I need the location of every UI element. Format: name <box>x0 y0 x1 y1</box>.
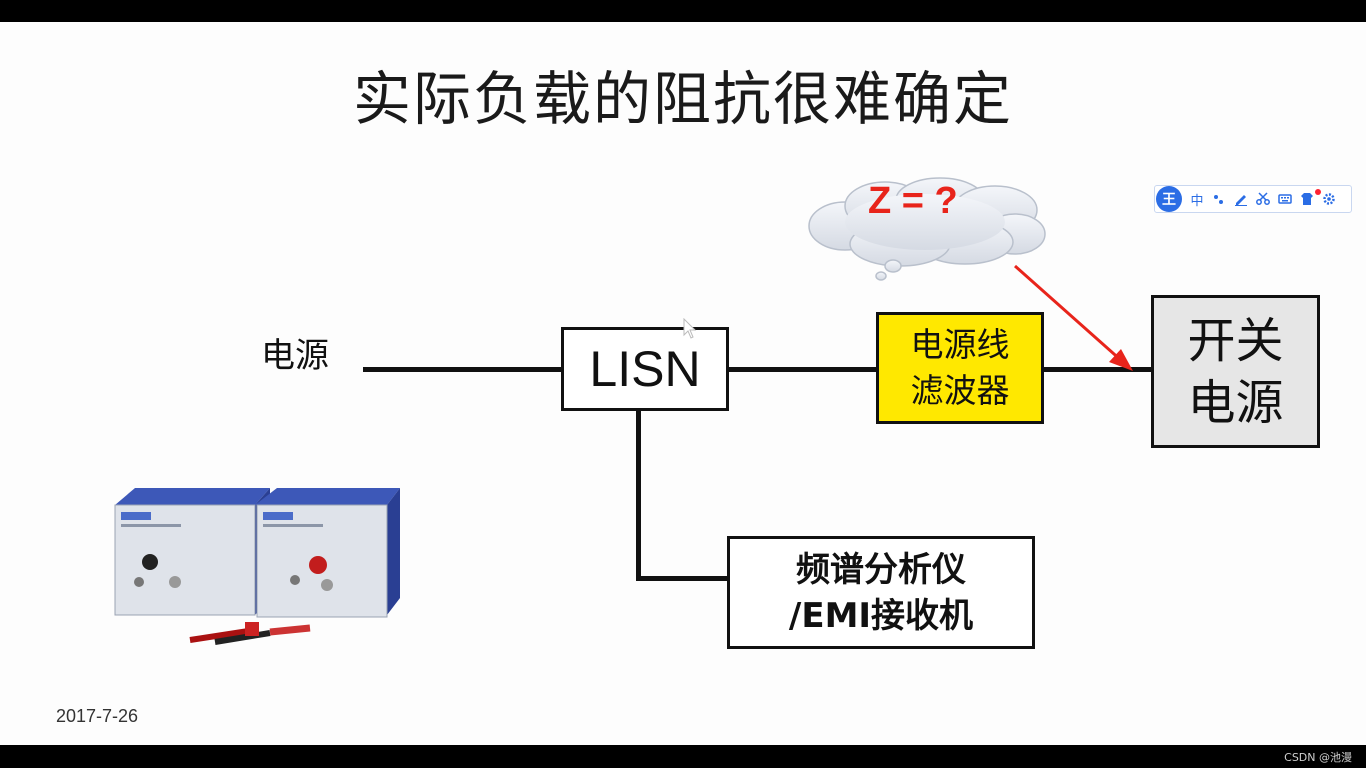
slide-date: 2017-7-26 <box>56 706 138 727</box>
slide-title: 实际负载的阻抗很难确定 <box>0 52 1366 136</box>
lisn-down-line <box>636 411 641 581</box>
power-to-lisn-line <box>363 367 563 372</box>
impedance-question-text: Z = ? <box>868 180 958 223</box>
spectrum-analyzer-box: 频谱分析仪 /EMI接收机 <box>727 536 1035 649</box>
analyzer-label: 频谱分析仪 /EMI接收机 <box>789 547 973 639</box>
filter-label: 电源线 滤波器 <box>911 322 1010 414</box>
skin-icon[interactable] <box>1300 192 1314 206</box>
keyboard-icon[interactable] <box>1278 193 1292 205</box>
handwriting-icon[interactable] <box>1234 192 1248 206</box>
punctuation-icon[interactable] <box>1212 193 1226 205</box>
smps-label: 开关 电源 <box>1187 310 1283 434</box>
lisn-to-filter-line <box>729 367 877 372</box>
settings-icon[interactable] <box>1322 192 1336 206</box>
lisn-box: LISN <box>561 327 729 411</box>
ime-toolbar[interactable]: 王 中 <box>1154 185 1352 213</box>
csdn-watermark: CSDN @池漫 <box>1284 749 1352 765</box>
lisn-to-analyzer-line <box>636 576 728 581</box>
ime-mode-toggle[interactable]: 中 <box>1190 190 1204 209</box>
switching-power-supply-box: 开关 电源 <box>1151 295 1320 448</box>
scissors-icon[interactable] <box>1256 192 1270 206</box>
red-arrow-icon <box>1005 260 1140 375</box>
lisn-devices-icon <box>105 470 405 655</box>
cursor-icon <box>683 318 699 340</box>
top-letterbox <box>0 0 1366 22</box>
bottom-letterbox: CSDN @池漫 <box>0 745 1366 768</box>
power-source-label: 电源 <box>261 328 329 377</box>
notification-dot <box>1315 189 1321 195</box>
ime-logo-icon[interactable]: 王 <box>1156 186 1182 212</box>
lisn-label: LISN <box>589 340 700 398</box>
